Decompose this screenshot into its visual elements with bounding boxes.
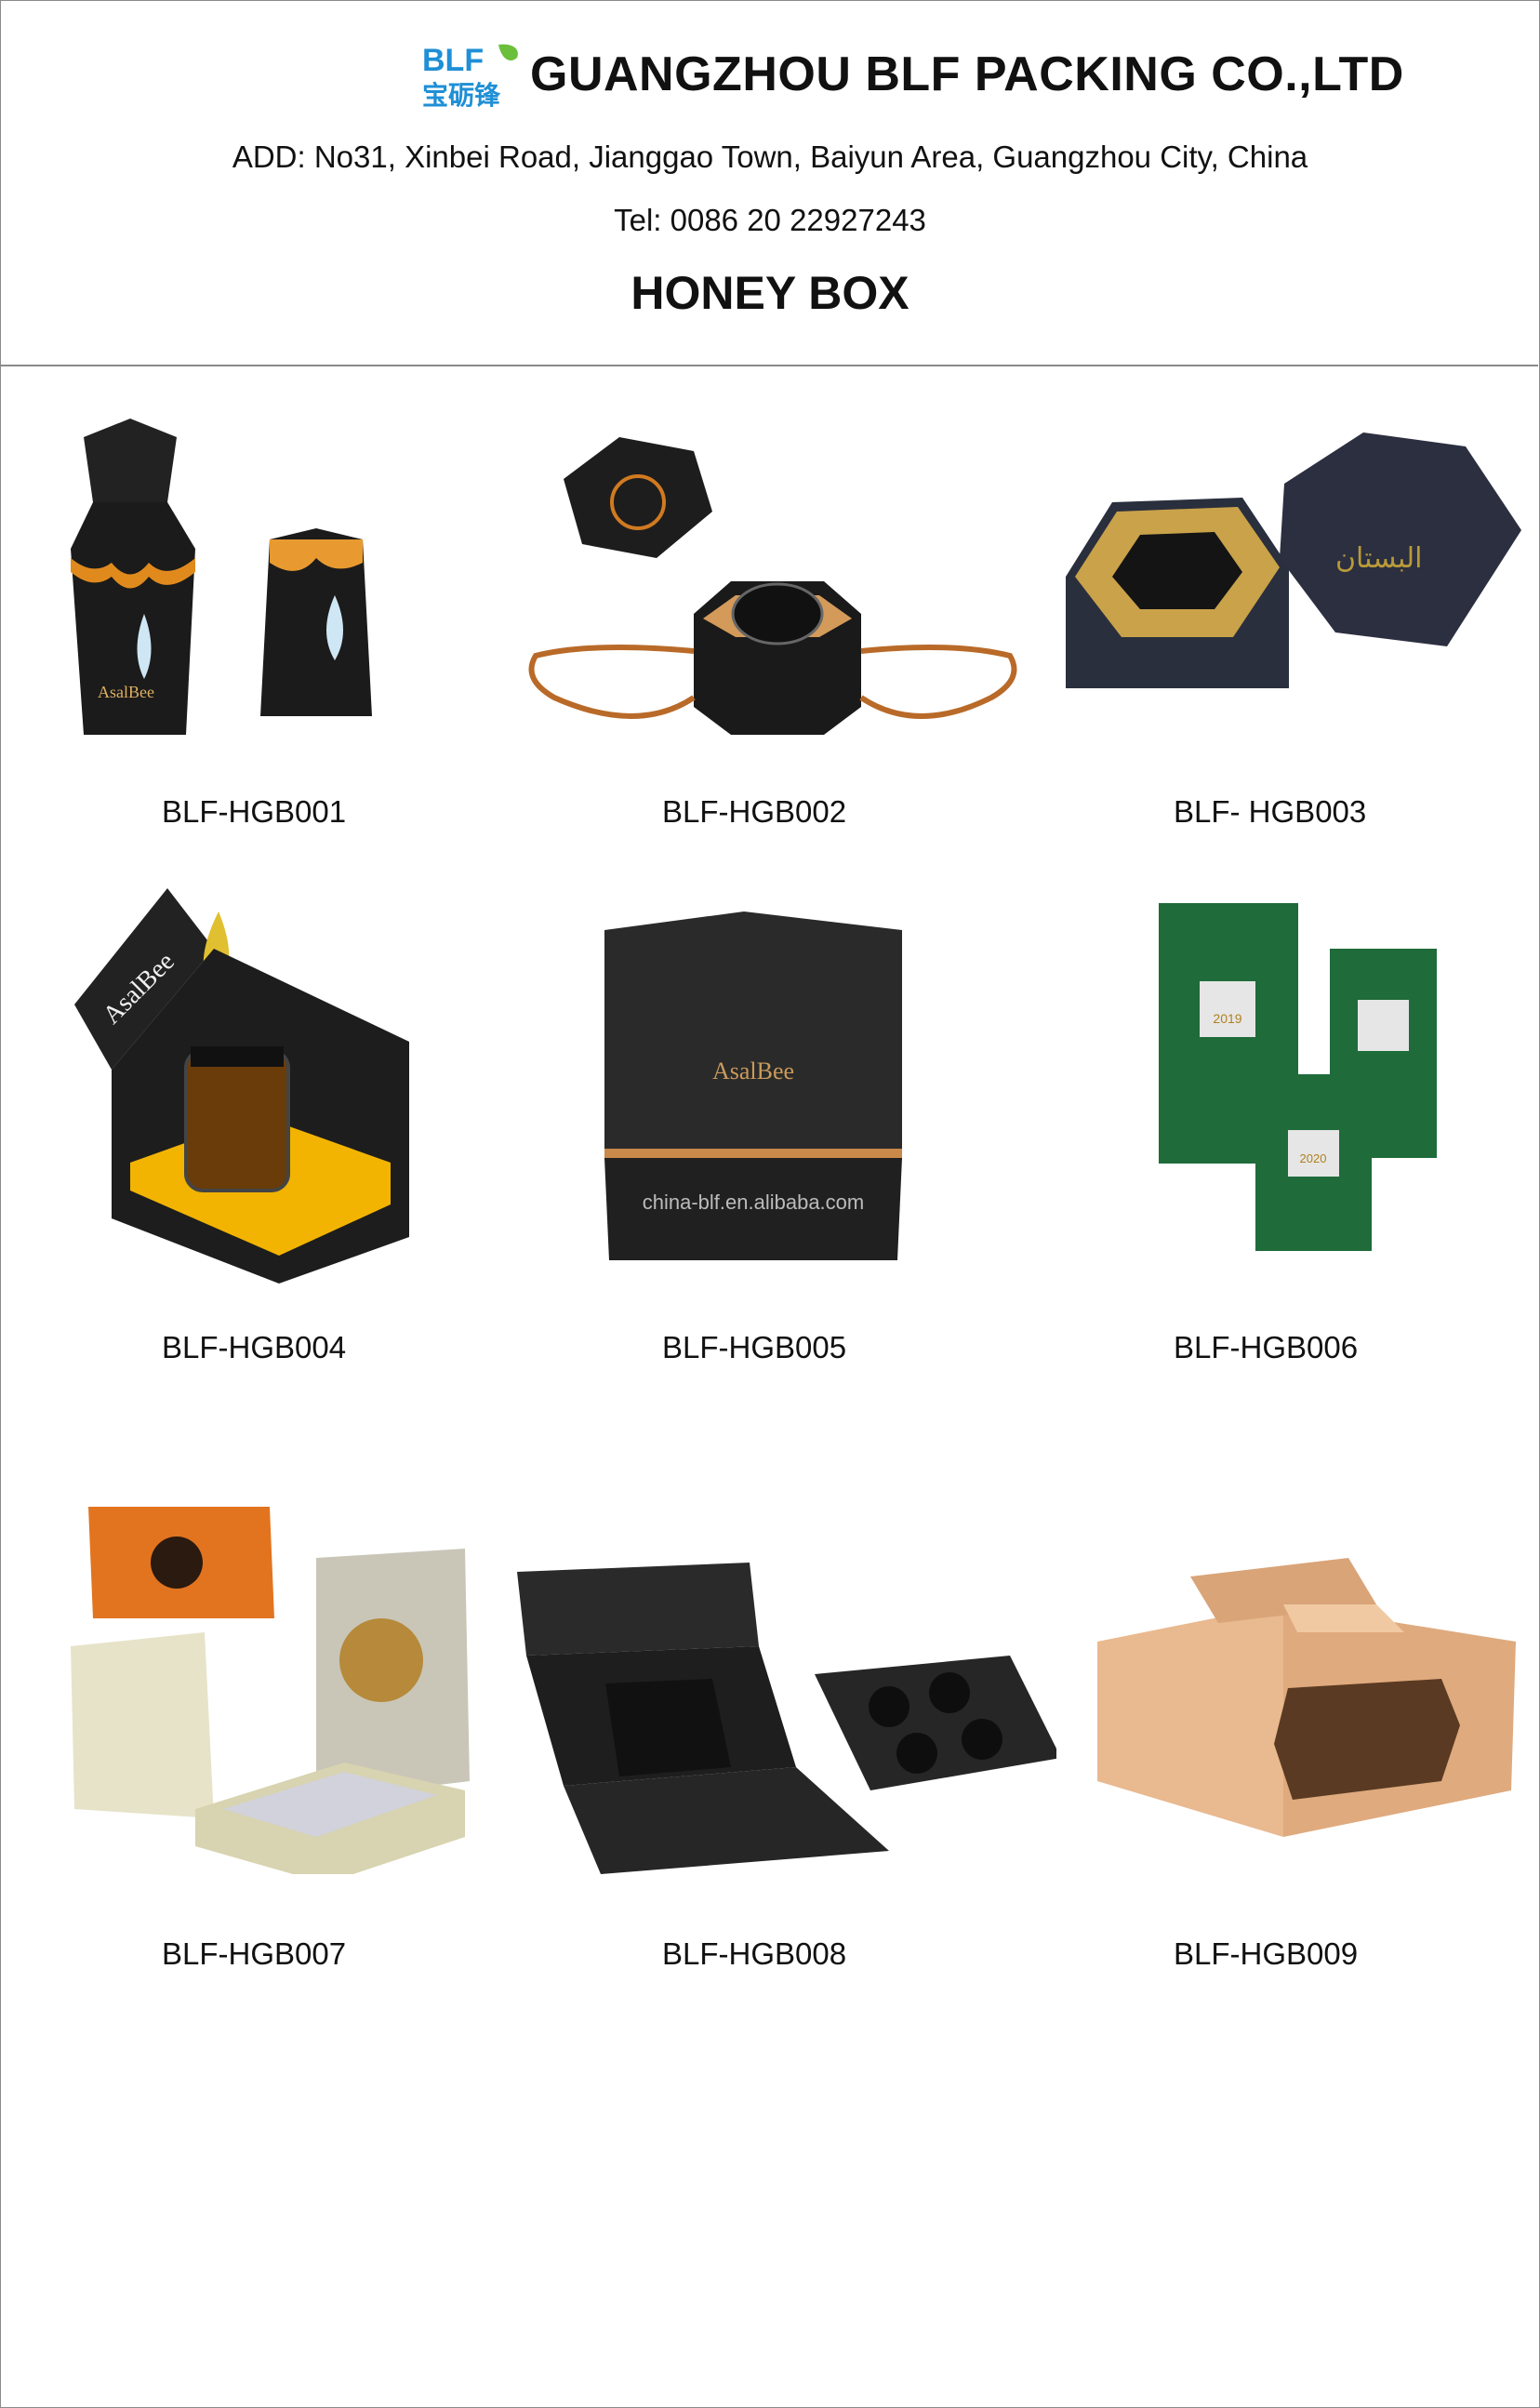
svg-text:AsalBee: AsalBee: [98, 683, 154, 701]
logo-latin: BLF: [422, 43, 484, 78]
svg-text:البستان: البستان: [1335, 542, 1423, 575]
company-logo: BLF 宝砺锋: [420, 41, 524, 111]
product-image-hgb001: AsalBee: [56, 409, 428, 744]
header-divider: [0, 365, 1538, 366]
company-tel: Tel: 0086 20 22927243: [614, 203, 926, 237]
svg-text:2020: 2020: [1300, 1151, 1327, 1165]
product-code-hgb004: BLF-HGB004: [162, 1330, 347, 1364]
product-image-hgb002: [517, 400, 1029, 772]
product-image-hgb004: AsalBee: [74, 884, 409, 1284]
logo-chinese: 宝砺锋: [422, 80, 501, 110]
product-code-hgb009: BLF-HGB009: [1174, 1936, 1359, 1971]
company-name: GUANGZHOU BLF PACKING CO.,LTD: [530, 47, 1404, 101]
product-image-hgb003: البستان: [1056, 419, 1521, 707]
leaf-icon: [498, 44, 518, 61]
catalog-title: HONEY BOX: [631, 267, 909, 319]
product-code-hgb005: BLF-HGB005: [662, 1330, 847, 1364]
company-address: ADD: No31, Xinbei Road, Jianggao Town, B…: [232, 140, 1308, 174]
svg-text:2019: 2019: [1213, 1011, 1241, 1026]
product-code-hgb001: BLF-HGB001: [162, 794, 347, 829]
product-image-hgb009: [1097, 1549, 1516, 1856]
product-code-hgb006: BLF-HGB006: [1174, 1330, 1359, 1364]
watermark-text: china-blf.en.alibaba.com: [643, 1191, 864, 1214]
product-code-hgb002: BLF-HGB002: [662, 794, 847, 829]
product-image-hgb005: AsalBee china-blf.en.alibaba.com: [595, 911, 911, 1265]
product-image-hgb008: [517, 1544, 1056, 1879]
product-code-hgb003: BLF- HGB003: [1174, 794, 1367, 829]
product-image-hgb006: 2019 2020: [1153, 898, 1451, 1251]
product-code-hgb007: BLF-HGB007: [162, 1936, 347, 1971]
product-image-hgb007: [65, 1502, 474, 1874]
product-code-hgb008: BLF-HGB008: [662, 1936, 847, 1971]
svg-text:AsalBee: AsalBee: [712, 1058, 794, 1084]
